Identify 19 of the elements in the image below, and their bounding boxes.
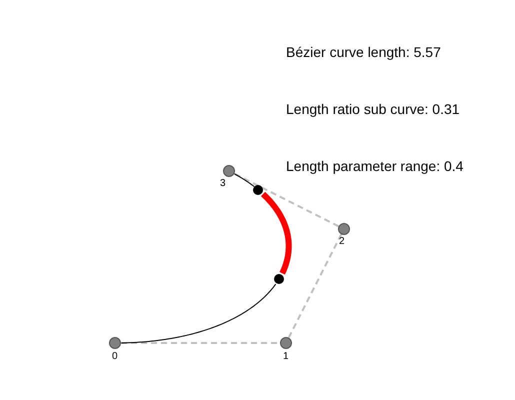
point-index-label: 3 (220, 179, 226, 189)
control-point (223, 165, 235, 177)
measurement-readout: Length ratio sub curve: 0.31 (286, 101, 460, 117)
point-index-label: 1 (283, 352, 289, 362)
point-index-label: 0 (112, 352, 118, 362)
bezier-curve (120, 284, 276, 344)
control-point (109, 337, 121, 349)
control-polygon-line (234, 172, 340, 228)
point-index-label: 2 (339, 237, 345, 247)
measurement-readout: Length parameter range: 0.4 (286, 158, 464, 174)
control-polygon-line (288, 234, 342, 338)
control-polygon-line (121, 342, 280, 344)
control-point (338, 223, 350, 235)
bezier-curve (234, 173, 255, 188)
curve-point (274, 274, 284, 284)
measurement-readout: Bézier curve length: 5.57 (286, 44, 441, 60)
curve-point (253, 184, 264, 195)
highlighted-sub-curve (260, 192, 292, 276)
control-point (280, 337, 292, 349)
